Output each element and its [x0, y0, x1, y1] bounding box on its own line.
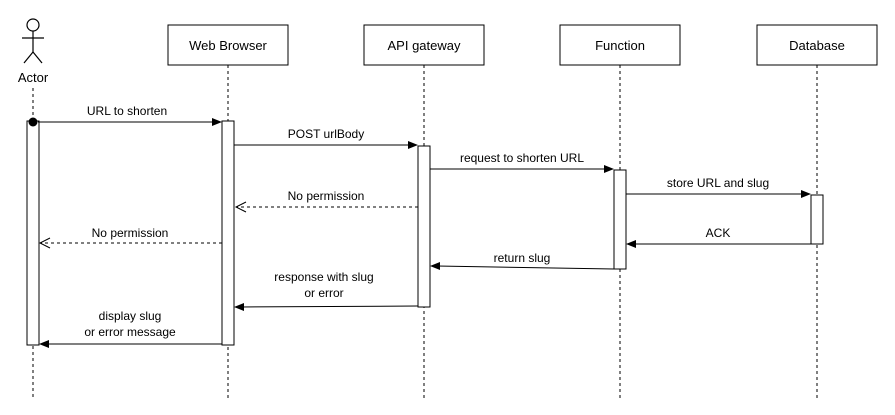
activation-actor [26, 120, 40, 346]
message-ack-label: ACK [706, 226, 731, 240]
message-no-permission-browser-label: No permission [92, 226, 169, 240]
message-request-to-shorten-url-label: request to shorten URL [460, 151, 584, 165]
activation-function [613, 169, 627, 270]
message-display-slug: display slug or error message [39, 309, 222, 348]
message-display-slug-label-line2: or error message [84, 325, 176, 339]
participant-actor-label: Actor [18, 70, 49, 85]
message-url-to-shorten-label: URL to shorten [87, 104, 167, 118]
message-url-to-shorten: URL to shorten [38, 104, 222, 126]
message-post-urlbody: POST urlBody [234, 127, 418, 149]
message-store-url-and-slug: store URL and slug [626, 176, 811, 198]
message-no-permission-browser: No permission [38, 226, 222, 249]
actor-icon [22, 18, 44, 64]
message-response-with-slug-label-line2: or error [304, 286, 343, 300]
participant-web-browser-label: Web Browser [189, 38, 267, 53]
activation-web-browser [221, 120, 235, 346]
message-request-to-shorten-url: request to shorten URL [430, 151, 614, 173]
message-display-slug-label-line1: display slug [99, 309, 162, 323]
message-return-slug-label: return slug [494, 251, 551, 265]
message-ack: ACK [626, 226, 811, 248]
participant-function-label: Function [595, 38, 645, 53]
message-return-slug: return slug [430, 251, 615, 270]
initial-message-dot [28, 117, 38, 127]
activation-api-gateway [417, 145, 431, 308]
participant-function: Function [559, 24, 681, 66]
participant-web-browser: Web Browser [167, 24, 289, 66]
message-no-permission-gateway-label: No permission [288, 189, 365, 203]
message-store-url-and-slug-label: store URL and slug [667, 176, 769, 190]
message-response-with-slug-label-line1: response with slug [274, 270, 373, 284]
activation-database [810, 194, 824, 245]
message-response-with-slug: response with slug or error [234, 270, 419, 311]
message-no-permission-gateway: No permission [234, 189, 418, 213]
message-post-urlbody-label: POST urlBody [288, 127, 364, 141]
participant-api-gateway-label: API gateway [388, 38, 461, 53]
participant-api-gateway: API gateway [363, 24, 485, 66]
participant-database: Database [756, 24, 878, 66]
participant-database-label: Database [789, 38, 845, 53]
